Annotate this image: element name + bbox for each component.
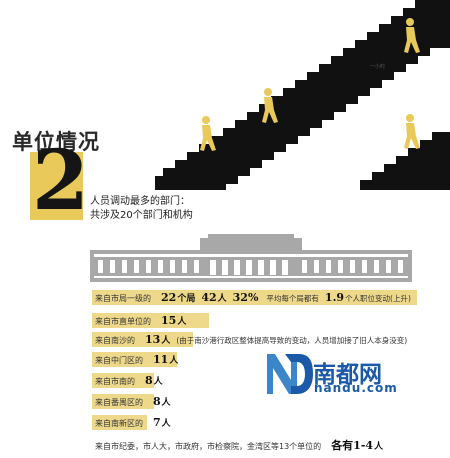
row-bar (92, 394, 154, 409)
row-unit: 人 (177, 317, 187, 327)
row-bar (92, 313, 209, 328)
row-value: 7 (153, 416, 161, 429)
row-label: 来自市局一级的 (95, 294, 151, 303)
row-value: 8 (153, 395, 161, 408)
row-bar (92, 352, 177, 367)
row-value: 各有1-4 (331, 439, 374, 452)
row-unit-2: 人 (217, 294, 227, 304)
row-unit: 人 (161, 398, 171, 408)
row-bar (92, 373, 154, 388)
long-staircase (155, 0, 450, 190)
row-note: 平均每个局都有 (266, 294, 319, 303)
tiny-label: 一小时 (370, 64, 386, 70)
section-title: 单位情况 (12, 130, 100, 154)
row-unit: 人 (161, 419, 171, 429)
logo-text-en: nandu.com (314, 381, 398, 395)
row-unit: 人 (153, 377, 163, 387)
subtitle-line-2: 共涉及20个部门和机构 (90, 210, 193, 221)
row-unit: 人 (169, 356, 179, 366)
row-value-2: 42 (201, 291, 217, 304)
climbing-figure-icon (262, 88, 278, 123)
row-label: 来自番禺区的 (95, 398, 143, 407)
row-label: 来自南沙的 (95, 336, 135, 345)
climbing-figure-icon (404, 114, 420, 149)
row-value: 8 (145, 374, 153, 387)
row-bar (92, 290, 417, 305)
row-value: 13 (145, 333, 161, 346)
row-label: 来自市纪委，市人大，市政府，市检察院，金湾区等13个单位的 (95, 442, 322, 451)
row-value: 11 (153, 353, 169, 366)
climbing-figure-icon (200, 116, 216, 151)
row-value-3: 1.9 (324, 291, 345, 304)
row-bar (92, 332, 193, 347)
subtitle-line-1: 人员调动最多的部门： (90, 196, 190, 207)
building-icon (90, 234, 412, 282)
row-bar (92, 415, 147, 430)
section-number: 2 (32, 133, 90, 229)
short-staircase (360, 132, 450, 190)
nandu-logo-icon (267, 354, 313, 394)
section-number-background (30, 152, 83, 220)
row-value: 22 (161, 291, 177, 304)
logo-text-cn: 南都网 (313, 362, 382, 388)
row-value: 15 (161, 314, 177, 327)
row-label: 来自中门区的 (95, 356, 143, 365)
row-unit: 人 (374, 442, 384, 452)
row-note: (由于南沙港行政区整体提高导致的变动，人员增加接了旧人本身没变) (176, 336, 408, 345)
climbing-figure-icon (404, 18, 420, 53)
row-label: 来自南新区的 (95, 419, 143, 428)
row-label: 来自市直单位的 (95, 317, 151, 326)
row-percent: 32% (232, 291, 259, 304)
row-unit: 人 (161, 336, 171, 346)
staircase-illustration (155, 0, 450, 190)
row-note-2: 个人职位变动(上升) (345, 294, 411, 303)
row-unit: 个局 (177, 294, 196, 304)
row-label: 来自市南的 (95, 377, 135, 386)
